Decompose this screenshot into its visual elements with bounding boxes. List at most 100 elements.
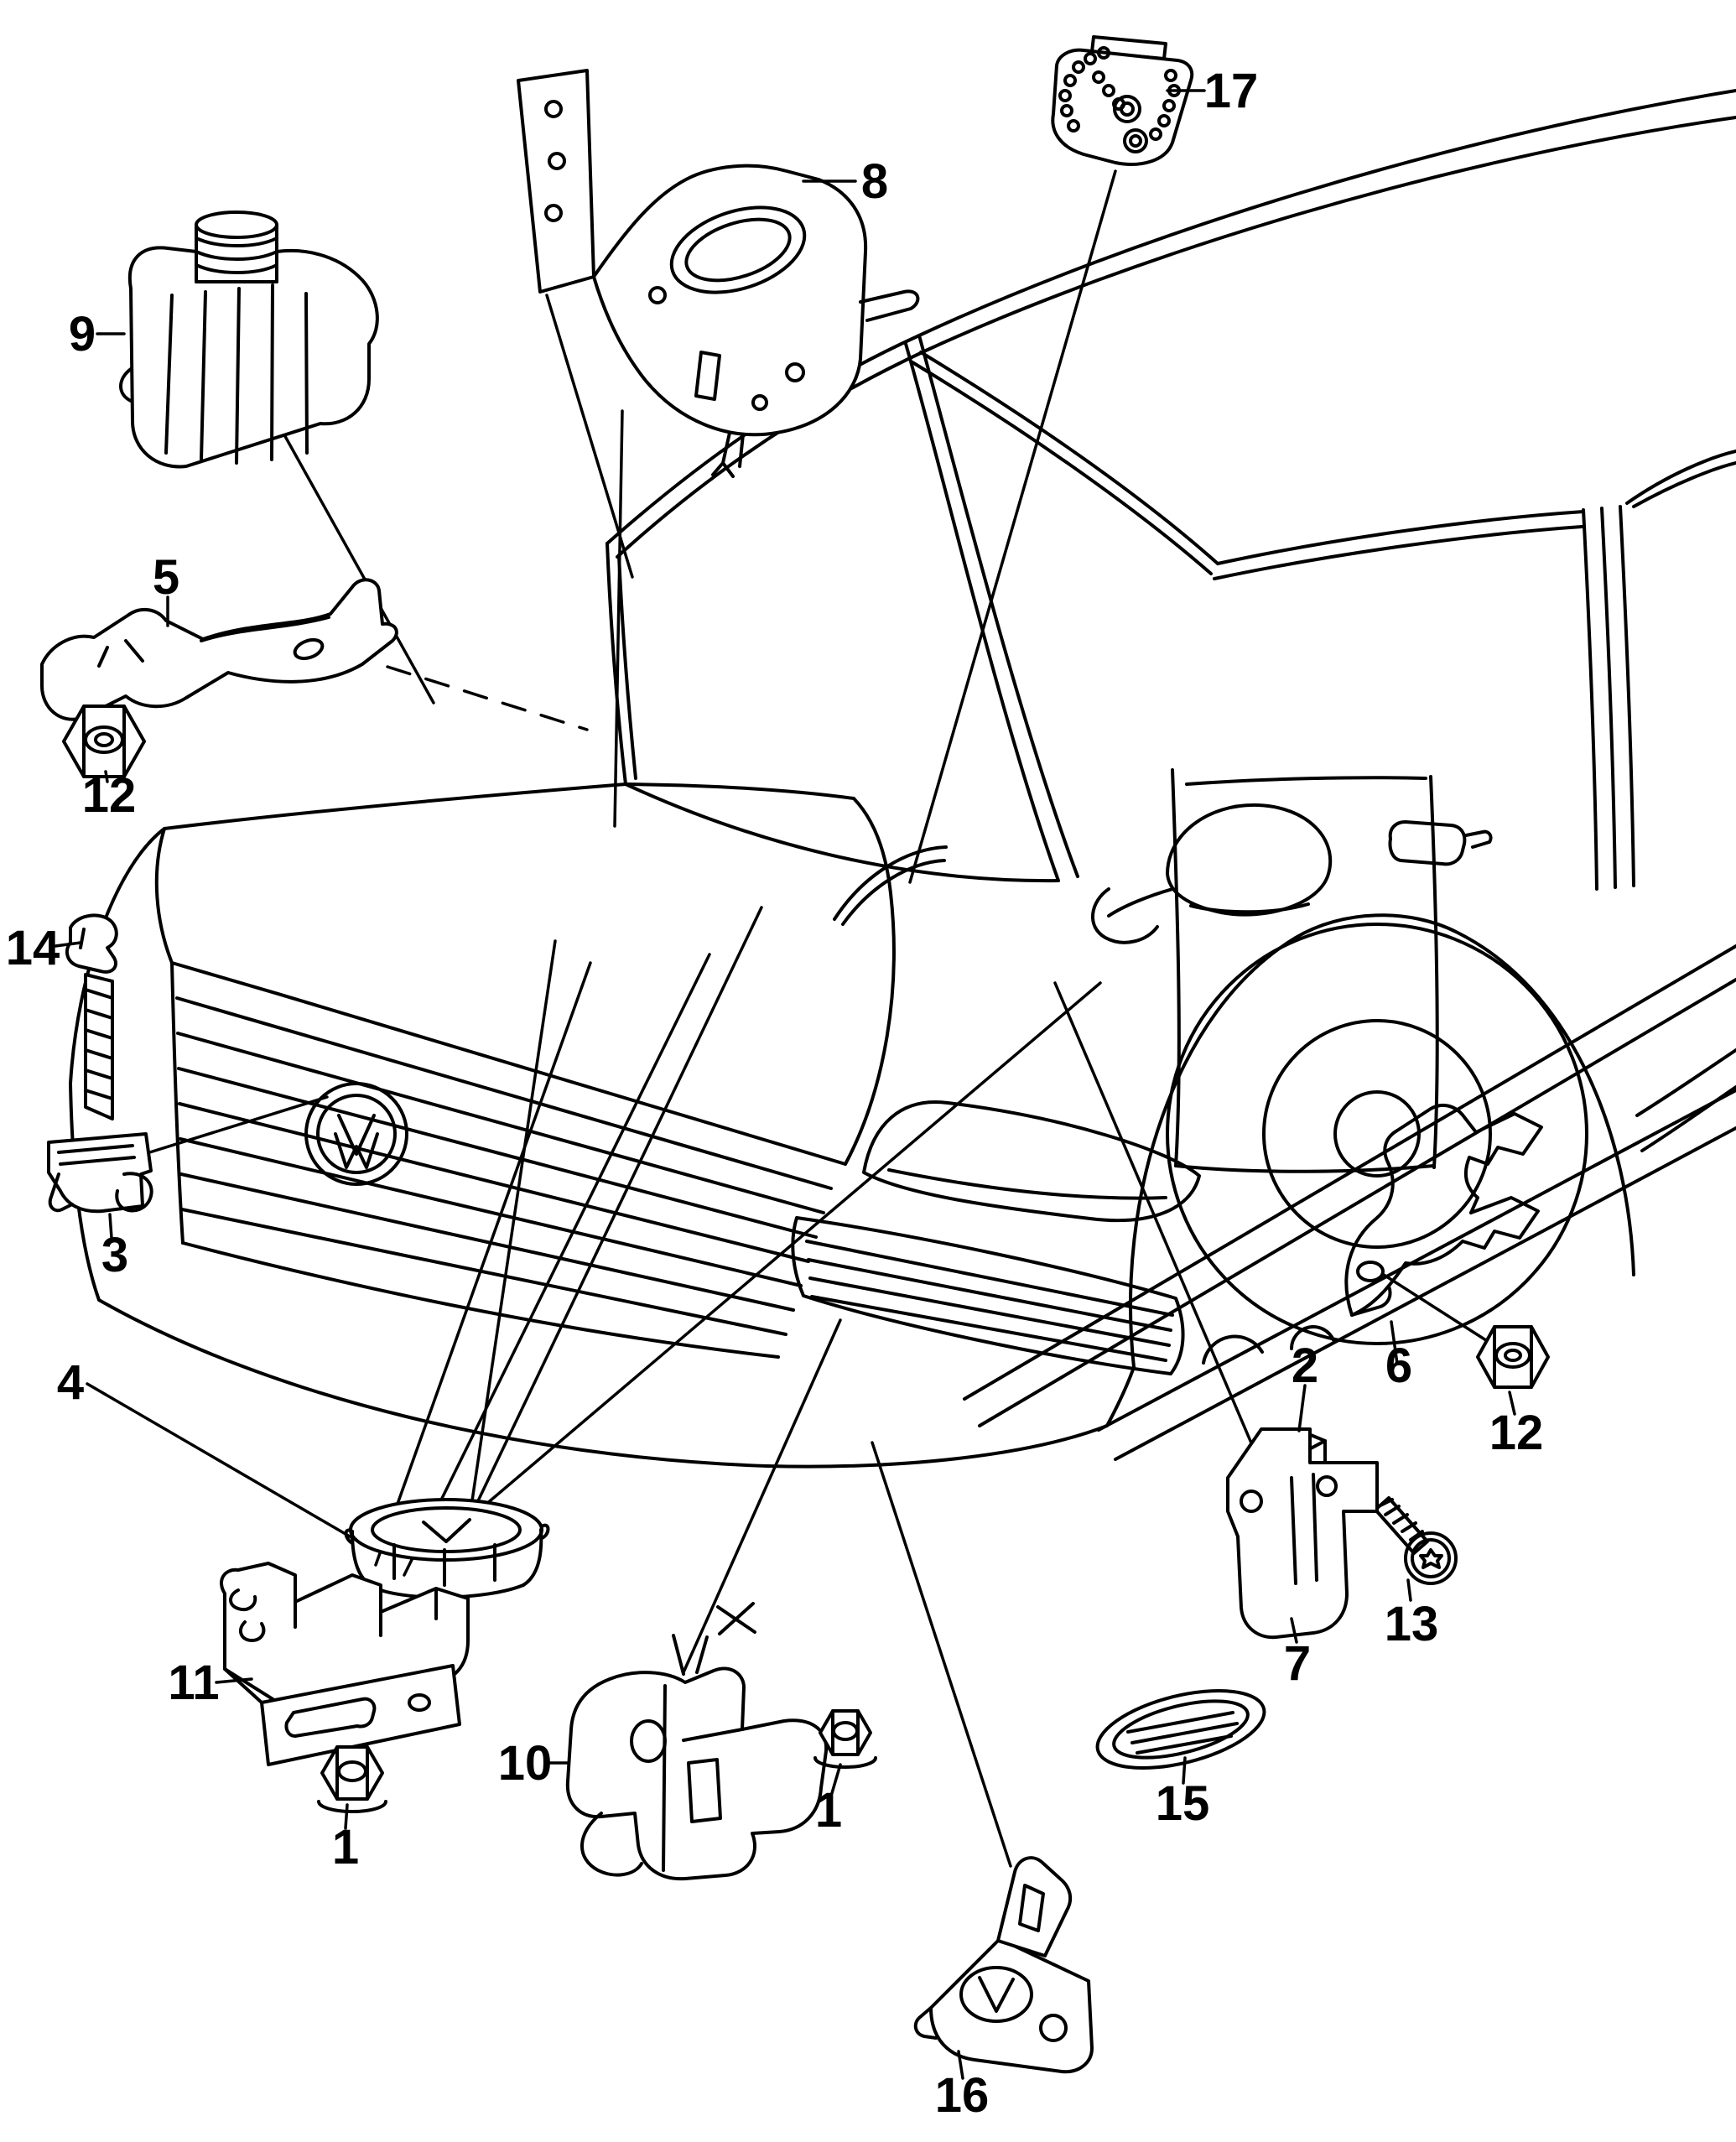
drip-rail-inner (911, 361, 1213, 575)
callout-16: 16 (935, 2068, 990, 2123)
rim (1262, 1019, 1492, 1249)
part-14-clip (65, 913, 118, 1120)
grille-slat (177, 1067, 818, 1239)
body-line (1635, 1048, 1736, 1117)
door-bottom (1174, 1164, 1436, 1173)
leader-part3 (143, 1095, 329, 1156)
leader-part8b (613, 409, 624, 828)
callout-13: 13 (1385, 1597, 1439, 1651)
sill-line (1114, 1126, 1736, 1461)
callout-4: 4 (57, 1355, 84, 1410)
leader-part4c (478, 981, 1102, 1511)
callout-12-right: 12 (1489, 1406, 1544, 1460)
wiper-inner (841, 859, 946, 926)
part-7-bracket (1226, 1427, 1379, 1640)
callout-15: 15 (1156, 1776, 1210, 1831)
tire (1166, 923, 1588, 1345)
air-intake-slat (807, 1258, 1172, 1332)
part-17-plate (1051, 35, 1194, 166)
part-5-bracket (40, 578, 398, 721)
door-front-shutline (1171, 768, 1181, 1167)
callout-12-left: 12 (82, 768, 137, 823)
body-line (1640, 1085, 1736, 1152)
leader-part8a (545, 294, 634, 579)
callout-leaders (54, 89, 1516, 2080)
headlight (862, 1100, 1201, 1223)
hood-right-edge (844, 797, 896, 1166)
grille-slat (179, 1137, 803, 1287)
part-8-bracket (517, 69, 920, 478)
part-12-nut-right (1476, 1325, 1550, 1389)
callout-11: 11 (168, 1656, 219, 1710)
fender-top-left (154, 827, 174, 964)
hub (1333, 1090, 1421, 1178)
leader-part11b (403, 953, 711, 1577)
callout-17: 17 (1204, 64, 1259, 118)
callout-6: 6 (1385, 1339, 1412, 1393)
rear-quarter-window (1625, 450, 1736, 505)
headlight-inner (887, 1168, 1167, 1200)
part-1-nut-left (317, 1745, 387, 1813)
air-intake-slat (805, 1240, 1174, 1317)
part-10-bracket (565, 1602, 829, 1881)
leader-part17 (908, 169, 1117, 884)
leader-part16 (871, 1441, 1012, 1868)
windshield-left-frame (606, 542, 627, 786)
part-1-nut-right (813, 1709, 877, 1769)
sill-line (978, 978, 1736, 1427)
door-handle (1388, 820, 1467, 866)
vw-logo (304, 1082, 408, 1186)
air-intake-slat (808, 1276, 1171, 1347)
callout-14: 14 (6, 921, 60, 975)
bumper-bottom (97, 1298, 1136, 1469)
part-15-grommet (1095, 1689, 1266, 1770)
callout-8: 8 (861, 154, 888, 209)
b-pillar (1600, 507, 1617, 889)
part-12-nut-left (62, 704, 146, 778)
air-intake-slat (810, 1295, 1167, 1362)
door-window-top-inner (1213, 525, 1583, 580)
door-rear-shutline (1429, 775, 1439, 1169)
part-9-bracket (119, 211, 379, 469)
callout-10: 10 (498, 1736, 553, 1791)
grille-slat (179, 1172, 795, 1312)
b-pillar (1619, 505, 1635, 887)
grille-slat (176, 1032, 825, 1214)
part-13-screw (1374, 1496, 1458, 1585)
callout-5: 5 (153, 550, 179, 605)
callout-2: 2 (1292, 1339, 1318, 1393)
callout-labels: 1 1 2 3 4 5 6 7 8 9 10 11 12 12 13 14 15… (6, 64, 1544, 2123)
grille-left (170, 961, 185, 1245)
rear-door-top (1632, 461, 1736, 508)
a-pillar-inner (904, 342, 1060, 882)
part-16-bracket (913, 1856, 1094, 2074)
leader-part7 (1053, 981, 1261, 1464)
drip-rail (919, 351, 1219, 565)
leader-part5 (386, 665, 589, 731)
grille-bottom (181, 1241, 780, 1359)
leader-lines (143, 169, 1490, 1868)
leader-part11a (374, 961, 592, 1567)
a-pillar (917, 334, 1079, 878)
roof-line-inner (616, 116, 1736, 559)
sill-line (1097, 1089, 1736, 1432)
towhook-arc (1290, 1325, 1335, 1350)
door-window-top (1216, 510, 1585, 565)
sill-line (963, 944, 1736, 1401)
door-window-base (1185, 776, 1427, 786)
grille-slat (175, 996, 833, 1190)
door-handle-tab (1464, 829, 1493, 849)
leader-part10 (682, 1318, 842, 1674)
callout-3: 3 (101, 1228, 128, 1282)
grille-slat (178, 1102, 810, 1263)
callout-1-left: 1 (332, 1820, 359, 1874)
windshield-bottom (624, 782, 1060, 883)
wheel-arch (1129, 913, 1635, 1369)
leader-part4b (473, 906, 763, 1510)
side-mirror (1091, 803, 1333, 944)
hood-right-join (624, 782, 855, 800)
grille-slat (180, 1208, 787, 1336)
callout-7: 7 (1284, 1636, 1311, 1691)
